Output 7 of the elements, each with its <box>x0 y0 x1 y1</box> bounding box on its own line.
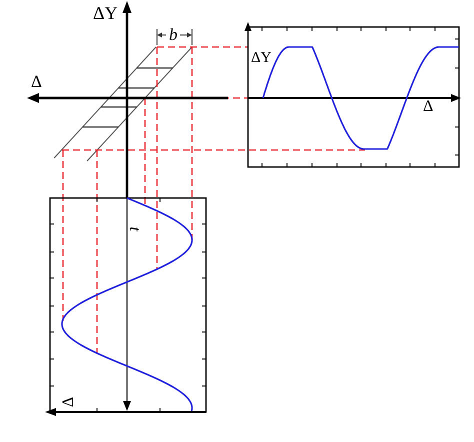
dimension-label: b <box>169 26 178 43</box>
axis-label: Δ <box>61 396 78 408</box>
axis-label: Δ <box>31 73 42 90</box>
axis-label: ΔY <box>93 4 118 22</box>
axis-label: t <box>126 226 142 232</box>
axis-label: ΔY <box>251 51 272 66</box>
axis-label: Δ <box>423 99 434 115</box>
